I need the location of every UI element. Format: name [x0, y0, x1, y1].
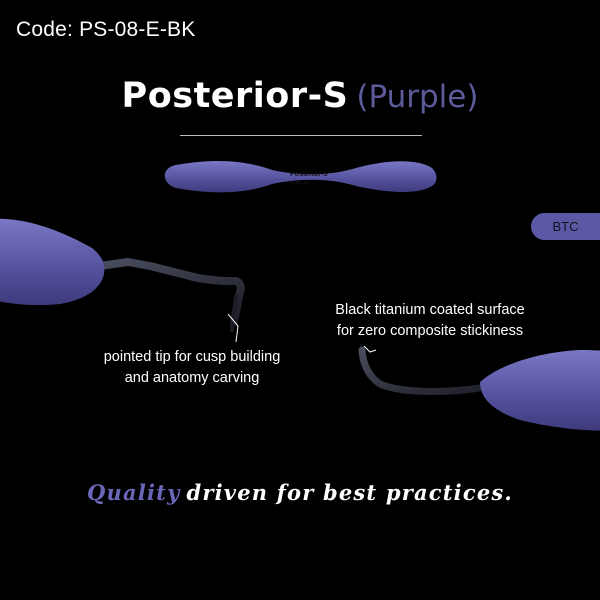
handle-left-closeup: [0, 218, 245, 343]
right-handle-body: [480, 350, 600, 431]
left-pointer-line: [227, 313, 239, 343]
right-pointer-line: [363, 345, 377, 353]
btc-badge: BTC: [531, 213, 600, 240]
title-color: (Purple): [356, 79, 479, 115]
product-title: Posterior-S(Purple): [0, 76, 600, 116]
left-tip-point: [230, 294, 238, 332]
note-pointed-tip-line2: and anatomy carving: [124, 370, 260, 386]
tagline-rest: driven for best practices.: [186, 480, 513, 505]
note-coating-line1: Black titanium coated surface: [335, 302, 525, 318]
left-tip-shank: [96, 258, 245, 326]
handle-right-closeup: [358, 345, 600, 431]
handle-body: [164, 160, 437, 193]
note-coating: Black titanium coated surface for zero c…: [296, 300, 564, 342]
note-pointed-tip: pointed tip for cusp building and anatom…: [76, 347, 308, 389]
handle-engraving-code: PS-08-E-BK: [290, 181, 310, 185]
right-tip-shank: [358, 346, 504, 395]
note-pointed-tip-line1: pointed tip for cusp building: [103, 349, 281, 365]
left-handle-body: [0, 218, 105, 306]
title-divider: [180, 135, 422, 136]
handle-engraving-name: Posterior-S: [290, 171, 328, 178]
product-code: Code: PS-08-E-BK: [16, 18, 196, 41]
handle-full: Posterior-S PS-08-E-BK: [164, 160, 437, 193]
tagline-quality: Quality: [87, 480, 181, 505]
note-coating-line2: for zero composite stickiness: [336, 323, 524, 339]
title-main: Posterior-S: [121, 76, 349, 116]
